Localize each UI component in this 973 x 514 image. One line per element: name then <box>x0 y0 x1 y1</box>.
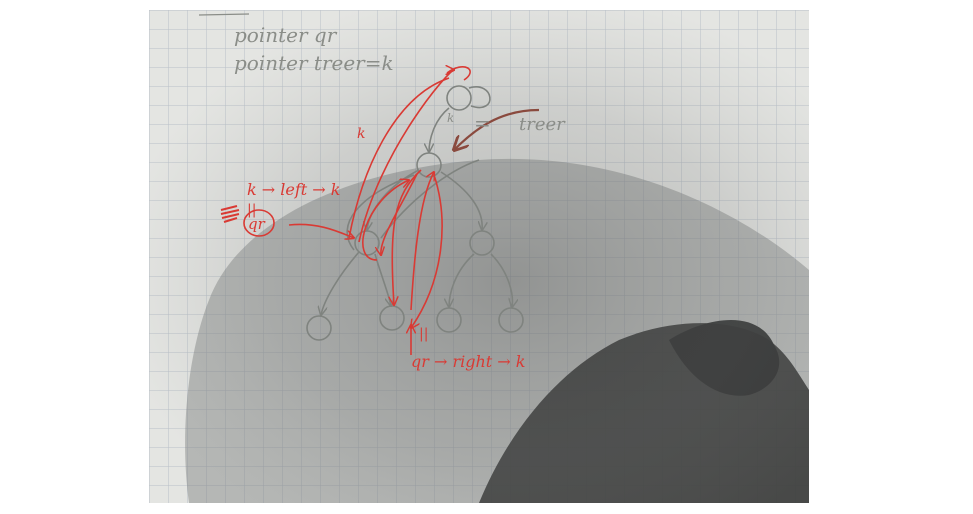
scribble-mark <box>220 205 240 223</box>
red-annotations <box>288 67 471 328</box>
eq-mark-left: || <box>247 202 256 218</box>
notebook-photo: pointer qr pointer treer=k treer <box>149 10 809 503</box>
note-line-2: pointer treer=k <box>234 51 394 75</box>
note-line-1: pointer qr <box>234 23 338 47</box>
top-pencil-stroke <box>198 13 250 16</box>
circled-var-ring <box>243 209 275 237</box>
eq-mark-bottom: || <box>419 326 428 342</box>
treer-label: treer <box>519 114 566 135</box>
edge-mark-k-2: k <box>447 111 454 125</box>
left-label: k → left → k <box>247 180 340 199</box>
hand-shadow <box>149 10 809 503</box>
circled-var: qr <box>248 215 266 233</box>
treer-arrow <box>454 108 540 150</box>
edge-mark-k: k <box>357 126 365 142</box>
tree-node-leaf-3 <box>436 307 462 333</box>
right-label: qr → right → k <box>411 352 525 371</box>
tree-node-root <box>446 85 472 111</box>
eq-mark-top: = <box>474 111 491 135</box>
